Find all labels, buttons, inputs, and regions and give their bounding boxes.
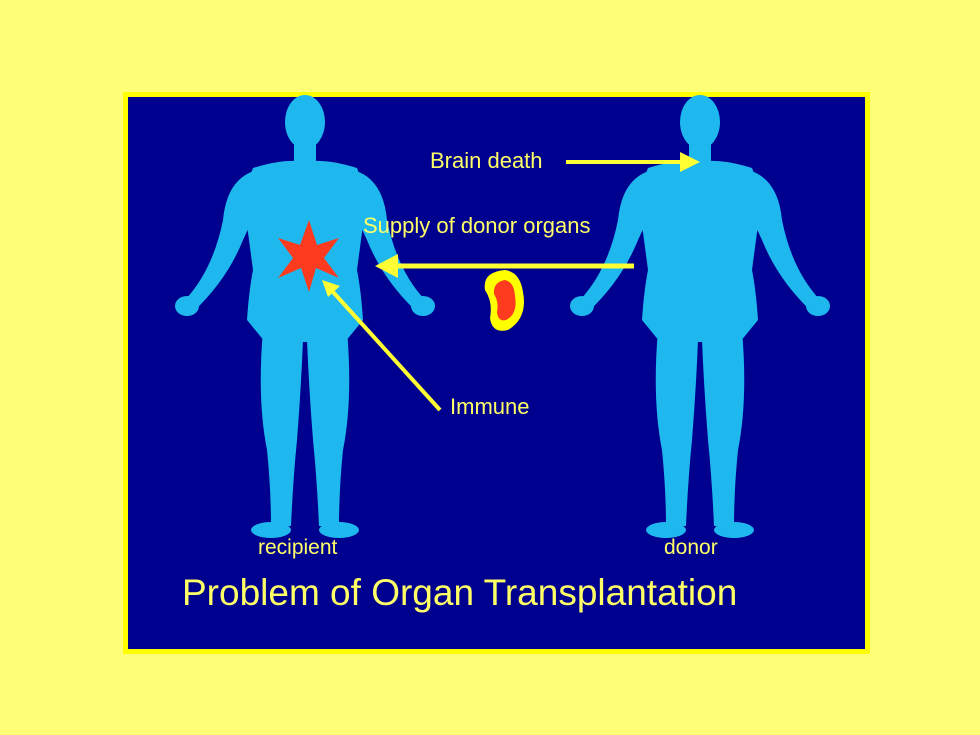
label-brain-death: Brain death bbox=[430, 148, 543, 173]
kidney-inner bbox=[493, 280, 516, 321]
supply-arrowhead bbox=[375, 254, 398, 278]
immune-arrowhead bbox=[322, 280, 340, 297]
label-recipient: recipient bbox=[258, 536, 338, 559]
label-donor: donor bbox=[664, 536, 718, 559]
rejection-star bbox=[278, 220, 339, 292]
diagram-title: Problem of Organ Transplantation bbox=[182, 572, 738, 613]
brain-death-arrowhead bbox=[680, 152, 700, 172]
label-supply-of-donor-organs: Supply of donor organs bbox=[363, 213, 591, 238]
recipient-figure bbox=[175, 95, 435, 538]
label-immune: Immune bbox=[450, 394, 530, 419]
immune-arrow bbox=[331, 290, 442, 412]
